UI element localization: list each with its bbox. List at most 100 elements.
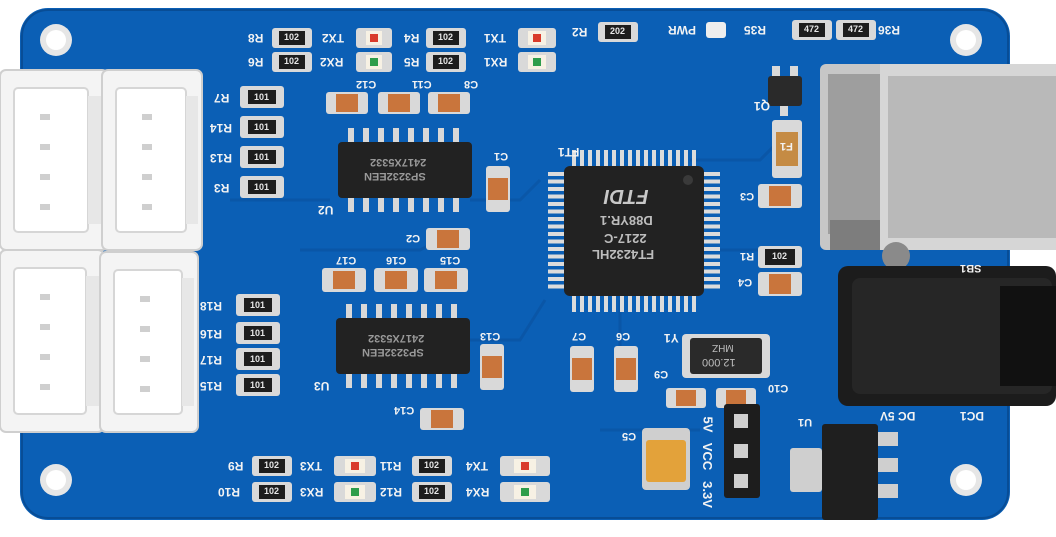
label-q1: Q1 <box>754 99 771 113</box>
mark-r4: 102 <box>438 32 454 42</box>
qfp-pin <box>668 296 672 312</box>
qfp-pin <box>704 254 720 259</box>
chip-u2 <box>338 128 472 212</box>
mark-r2: 202 <box>610 26 626 36</box>
connector-bottom-right <box>99 251 199 433</box>
qfp-pin <box>548 224 564 229</box>
mark-r5: 102 <box>438 56 454 66</box>
label-r9: R9 <box>228 459 244 473</box>
qfp-pin <box>684 150 688 166</box>
qfp-pin <box>580 296 584 312</box>
label-r35: R35 <box>744 23 767 37</box>
connector-bottom-left <box>0 249 105 433</box>
qfp-pin <box>548 194 564 199</box>
label-tx4: TX4 <box>466 459 489 473</box>
qfp-pin <box>704 262 720 266</box>
usb-b-connector <box>820 64 1056 270</box>
label-u1: U1 <box>798 416 813 428</box>
qfp-pin <box>704 239 720 244</box>
label-r12: R12 <box>380 485 403 499</box>
chip-u3 <box>336 304 470 388</box>
label-r15: R15 <box>200 379 223 393</box>
qfp-pin <box>548 254 564 259</box>
mark-r15: 101 <box>250 380 266 390</box>
label-c17: C17 <box>336 254 357 266</box>
label-c10: C10 <box>768 382 789 394</box>
qfp-pin <box>704 247 720 251</box>
u2-chip-line1: SP3232EEN <box>364 170 426 182</box>
qfp-pin <box>548 284 564 289</box>
dc-barrel-jack <box>838 266 1056 406</box>
top-resistors-leds <box>272 20 876 72</box>
mark-r10: 102 <box>264 486 280 496</box>
right-small-parts <box>758 66 802 296</box>
qfp-pin <box>548 202 564 206</box>
qfp-pin <box>548 247 564 251</box>
label-u2: U2 <box>318 203 334 217</box>
mark-r12: 102 <box>424 486 440 496</box>
label-c3-top: C3 <box>740 190 755 202</box>
qfp-pin <box>684 296 688 312</box>
label-vcc: VCC <box>700 442 716 471</box>
mark-r6: 102 <box>284 56 300 66</box>
crystal-text-2: MHZ <box>712 342 734 353</box>
qfp-pin <box>548 239 564 244</box>
qfp-pin <box>676 150 680 166</box>
qfp-pin <box>704 232 720 236</box>
ft-chip-line2: 2217-C <box>604 231 647 246</box>
label-c11: C11 <box>412 78 432 90</box>
label-c1: C1 <box>494 150 509 162</box>
qfp-pin <box>588 296 592 312</box>
qfp-pin <box>704 209 720 214</box>
mark-r14: 101 <box>254 122 270 132</box>
label-dc1: DC1 <box>960 409 985 423</box>
label-r10: R10 <box>218 485 241 499</box>
qfp-pin <box>704 217 720 221</box>
qfp-pin <box>704 187 720 191</box>
label-r3: R3 <box>214 181 230 195</box>
u2-chip-line2: 2417X5332 <box>370 156 427 168</box>
qfp-pin <box>548 277 564 281</box>
mark-r13: 101 <box>254 152 270 162</box>
mark-r8: 102 <box>284 32 300 42</box>
label-r17: R17 <box>200 353 223 367</box>
label-r6: R6 <box>248 55 264 69</box>
qfp-pin <box>548 172 564 176</box>
label-tx3: TX3 <box>300 459 323 473</box>
qfp-pin <box>548 209 564 214</box>
ft-chip-line3: D88YR.1 <box>600 213 653 228</box>
ft-chip-line1: FT4232HL <box>592 247 655 262</box>
qfp-pin <box>636 296 640 312</box>
label-tx2: TX2 <box>322 31 345 45</box>
qfp-pin <box>572 296 576 312</box>
qfp-pin <box>548 187 564 191</box>
mounting-holes <box>40 24 982 496</box>
label-c5: C5 <box>622 430 637 442</box>
label-dc5v: DC 5V <box>880 409 916 423</box>
qfp-pin <box>636 150 640 166</box>
label-c16: C16 <box>386 254 407 266</box>
label-r11: R11 <box>380 459 402 473</box>
label-y1: Y1 <box>664 331 679 345</box>
qfp-pin <box>612 296 616 312</box>
label-c13: C13 <box>480 330 501 342</box>
label-r36: R36 <box>878 23 901 37</box>
connector-top-right <box>101 69 203 251</box>
chip-ft4232 <box>548 150 720 312</box>
label-ft1: FT1 <box>558 145 580 159</box>
label-3v3: 3.3V <box>699 481 715 508</box>
qfp-pin <box>596 150 600 166</box>
resistor-column-left-bottom <box>236 294 280 396</box>
label-c2: C2 <box>406 232 421 244</box>
qfp-pin <box>704 194 720 199</box>
mark-r7: 101 <box>254 92 270 102</box>
caps-c7-c6 <box>570 346 638 392</box>
qfp-pin <box>604 150 608 166</box>
mark-r17: 101 <box>250 354 266 364</box>
ft-chip-logo: FTDI <box>604 185 649 207</box>
mark-r36: 472 <box>848 24 864 34</box>
label-rx2: RX2 <box>320 55 344 69</box>
qfp-pin <box>548 179 564 184</box>
crystal-text-1: 12.000 <box>702 356 736 368</box>
